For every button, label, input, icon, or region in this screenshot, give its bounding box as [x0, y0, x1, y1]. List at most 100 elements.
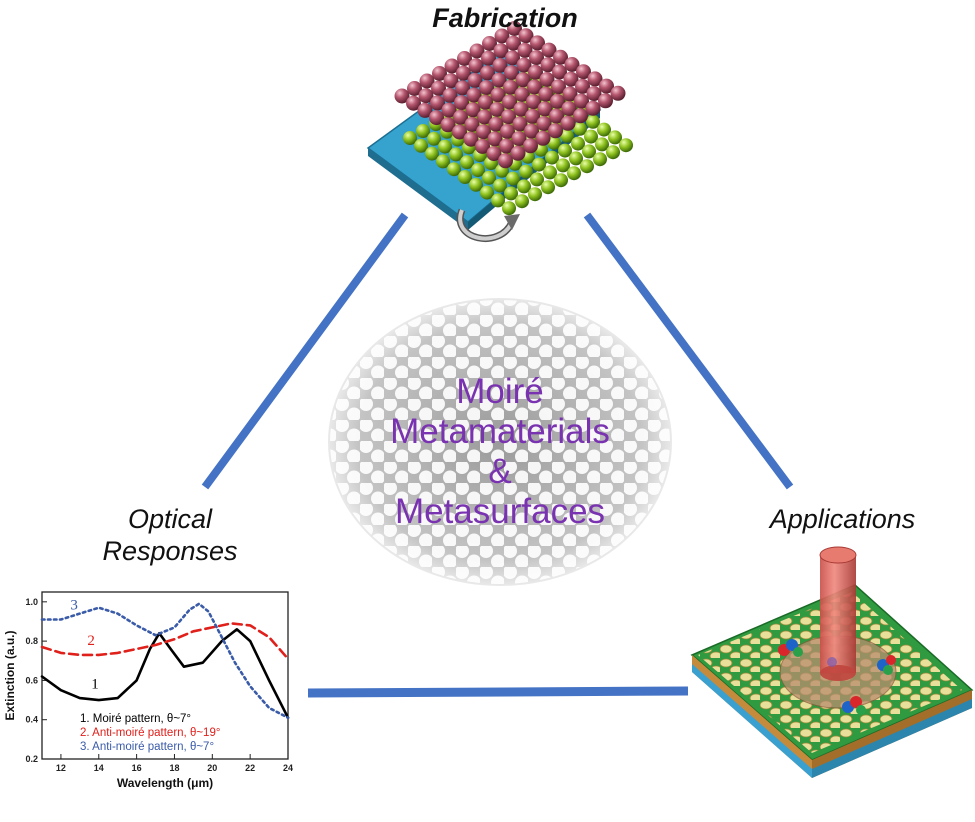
green-sphere: [458, 170, 472, 184]
red-sphere: [512, 116, 528, 132]
red-sphere: [465, 102, 481, 118]
green-sphere: [504, 186, 518, 201]
green-sphere: [447, 162, 461, 177]
green-sphere: [403, 131, 417, 145]
red-sphere: [525, 108, 540, 124]
red-sphere: [453, 109, 468, 125]
red-sphere: [540, 57, 556, 73]
optical-label-line1: Optical: [127, 504, 213, 534]
series-marker-label: 3: [70, 598, 78, 614]
y-tick-label: 0.8: [25, 636, 38, 646]
green-sphere: [471, 163, 485, 177]
red-sphere: [505, 50, 520, 66]
y-tick-label: 0.6: [25, 675, 38, 685]
connector-fabrication-applications: [583, 212, 794, 490]
red-sphere: [539, 72, 555, 87]
red-sphere: [492, 57, 508, 73]
green-sphere: [584, 129, 598, 144]
green-sphere: [532, 157, 546, 172]
red-sphere: [503, 79, 518, 95]
red-sphere: [563, 71, 579, 87]
red-sphere: [551, 79, 566, 95]
red-sphere: [526, 94, 541, 110]
green-sphere: [491, 193, 505, 208]
red-sphere: [489, 102, 505, 117]
green-sphere: [541, 180, 555, 195]
red-sphere: [574, 93, 589, 109]
red-sphere: [430, 95, 445, 111]
green-sphere: [545, 150, 559, 165]
green-sphere: [573, 121, 587, 136]
red-sphere: [610, 85, 626, 101]
red-sphere: [501, 109, 516, 125]
red-sphere: [598, 93, 613, 109]
red-sphere: [488, 116, 504, 132]
applications-label: Applications: [769, 504, 916, 534]
red-sphere: [457, 51, 472, 66]
green-sphere: [530, 172, 544, 187]
red-sphere: [536, 116, 552, 132]
red-sphere: [477, 109, 492, 125]
red-sphere: [468, 58, 484, 74]
x-tick-label: 12: [56, 763, 66, 773]
series-marker-label: 1: [91, 676, 99, 692]
center-title-line1: Moiré: [456, 372, 544, 411]
green-sphere: [560, 128, 574, 143]
red-sphere: [529, 50, 544, 66]
green-sphere: [567, 166, 581, 181]
red-sphere: [467, 72, 483, 88]
x-tick-label: 20: [207, 763, 217, 773]
green-sphere: [469, 177, 483, 192]
red-sphere: [456, 65, 471, 81]
series-line: [40, 602, 290, 719]
red-sphere: [490, 87, 506, 103]
red-sphere: [553, 49, 568, 65]
red-sphere: [562, 86, 578, 102]
red-sphere: [475, 138, 490, 154]
red-sphere: [466, 87, 482, 103]
red-sphere: [491, 72, 507, 88]
red-sphere: [576, 64, 591, 80]
red-sphere: [494, 28, 510, 44]
red-sphere: [407, 81, 422, 96]
x-tick-label: 16: [132, 763, 142, 773]
red-sphere: [487, 131, 503, 147]
series-marker-label: 2: [87, 633, 95, 649]
red-sphere: [493, 43, 509, 59]
x-tick-label: 22: [245, 763, 255, 773]
green-sphere: [460, 155, 474, 170]
green-sphere: [506, 171, 520, 186]
red-sphere: [506, 35, 521, 51]
red-sphere: [444, 58, 460, 74]
red-sphere: [515, 72, 531, 88]
green-sphere: [558, 143, 572, 158]
fabrication-illustration: [366, 21, 633, 242]
red-sphere: [442, 87, 458, 103]
red-sphere: [499, 138, 514, 154]
green-sphere: [502, 201, 516, 216]
green-sphere: [416, 124, 430, 138]
red-sphere: [586, 86, 602, 102]
red-sphere: [429, 110, 444, 126]
optical-responses-label: Optical Responses: [70, 503, 270, 567]
green-sphere: [597, 122, 611, 137]
red-sphere: [469, 43, 485, 59]
red-sphere: [527, 79, 542, 95]
green-sphere: [528, 187, 542, 202]
green-sphere: [580, 159, 594, 174]
green-sphere: [414, 138, 428, 153]
green-sphere: [606, 145, 620, 160]
red-sphere: [406, 95, 421, 111]
red-sphere: [455, 80, 470, 96]
x-tick-label: 18: [169, 763, 179, 773]
optical-label-line2: Responses: [102, 536, 238, 566]
green-sphere: [425, 146, 439, 161]
legend-entry: 3. Anti-moiré pattern, θ~7°: [80, 741, 214, 753]
green-sphere: [593, 152, 607, 167]
green-sphere: [569, 151, 583, 166]
green-sphere: [515, 194, 529, 209]
red-sphere: [476, 124, 491, 140]
connector-optical-applications: [307, 686, 689, 698]
red-sphere: [443, 73, 459, 89]
